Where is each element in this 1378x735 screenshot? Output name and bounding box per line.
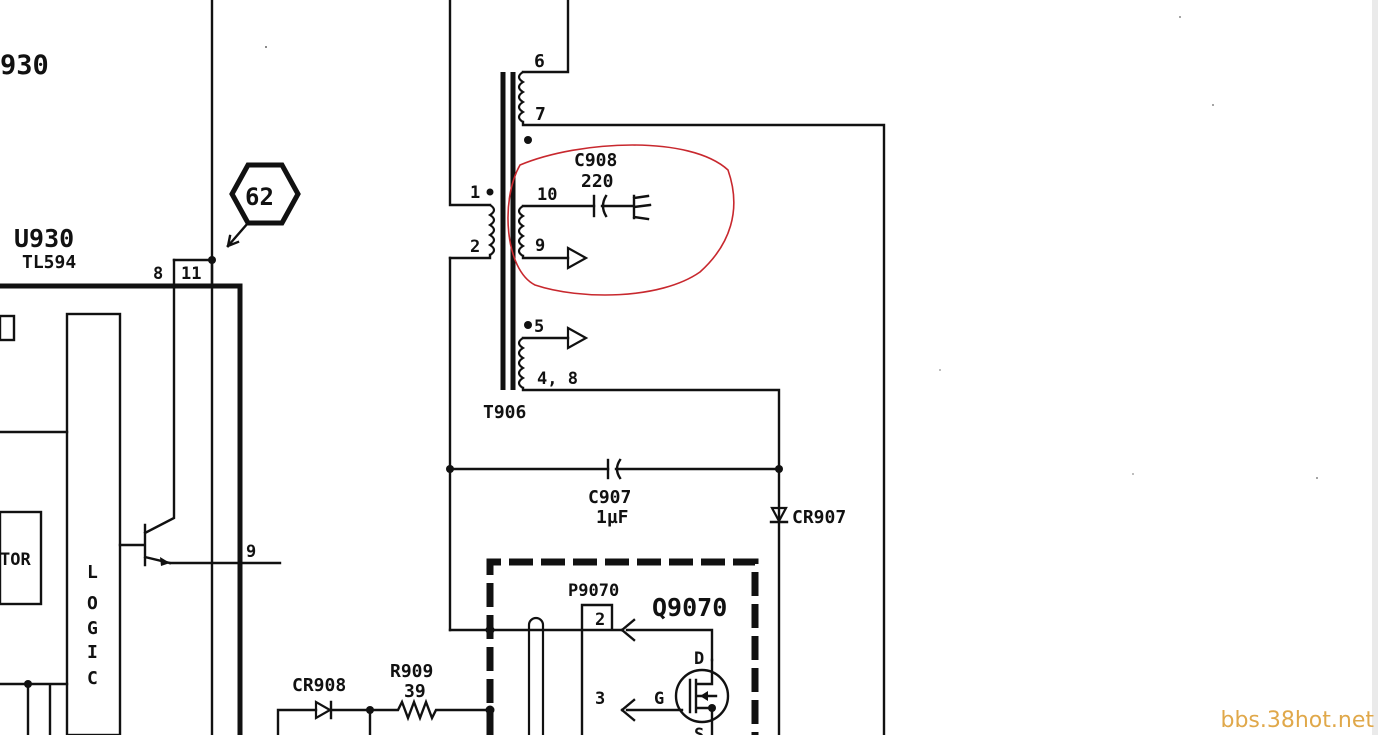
connector-p9070: P9070 2 3 [488,581,714,735]
svg-text:G: G [87,618,98,639]
diode-cr908: CR908 [276,675,372,735]
svg-text:O: O [87,593,98,614]
mosfet-q9070: Q9070 D G S [652,593,730,735]
logic-block-letters: L O G I C [87,562,98,689]
primary-winding [487,204,496,256]
capacitor-c907: C907 1µF [446,458,783,528]
tor-block [0,510,43,606]
scan-specks [265,16,1318,479]
test-point-62: 62 [226,162,301,248]
p9070-pin-3: 3 [595,689,605,709]
ic-part-number: TL594 [22,252,76,273]
wire-logic-bottom [0,682,69,735]
svg-text:L: L [87,562,98,583]
winding-6-7 [517,71,526,123]
winding-5-4-8 [517,337,526,389]
t906-pin-9: 9 [535,236,545,256]
ic-designator: U930 [14,224,74,253]
p9070-pin-2: 2 [595,610,605,630]
transformer-t906: 1 2 6 7 10 9 5 4, 8 T906 [448,0,886,735]
t906-pin-2: 2 [470,237,480,257]
ic-pin-9: 9 [246,542,256,562]
q9070-label: Q9070 [652,593,727,622]
cr907-label: CR907 [792,507,846,528]
r909-value: 39 [404,681,426,702]
partial-label-930: 930 [0,50,49,81]
logic-block [65,312,122,735]
test-point-arrow [226,221,250,248]
q9070-pin-s: S [694,725,704,735]
ic-u930-body: 8 11 [0,256,243,735]
ic-output-transistor: 9 [118,284,282,567]
t906-pin-5: 5 [534,317,544,337]
t906-pin-10: 10 [537,185,557,205]
p9070-label: P9070 [568,581,619,601]
svg-text:C: C [87,668,98,689]
c908-name: C908 [574,150,617,171]
resistor-r909: R909 39 [366,661,492,722]
q9070-pin-g: G [654,689,664,709]
t906-pin-7: 7 [535,104,546,125]
ic-pin-8: 8 [153,264,163,284]
c907-value: 1µF [596,507,629,528]
c908-value: 220 [581,171,614,192]
winding-10-9 [517,205,526,257]
window-edge [1372,0,1378,735]
q9070-pin-d: D [694,649,704,669]
svg-text:I: I [87,642,98,663]
cr908-label: CR908 [292,675,346,696]
capacitor-c908: C908 220 [574,150,652,221]
watermark: bbs.38hot.net [1220,708,1374,733]
t906-pin-6: 6 [534,51,545,72]
c907-name: C907 [588,487,631,508]
t906-pin-1: 1 [470,183,480,203]
ic-small-block [0,314,16,342]
ic-pin-11: 11 [181,264,201,284]
highlight-circle [507,144,735,296]
t906-pin-4-8: 4, 8 [537,369,578,389]
transformer-name: T906 [483,402,526,423]
test-point-label: 62 [245,183,274,211]
tor-block-label: TOR [0,550,31,570]
diode-cr907: CR907 [769,506,846,528]
r909-name: R909 [390,661,433,682]
